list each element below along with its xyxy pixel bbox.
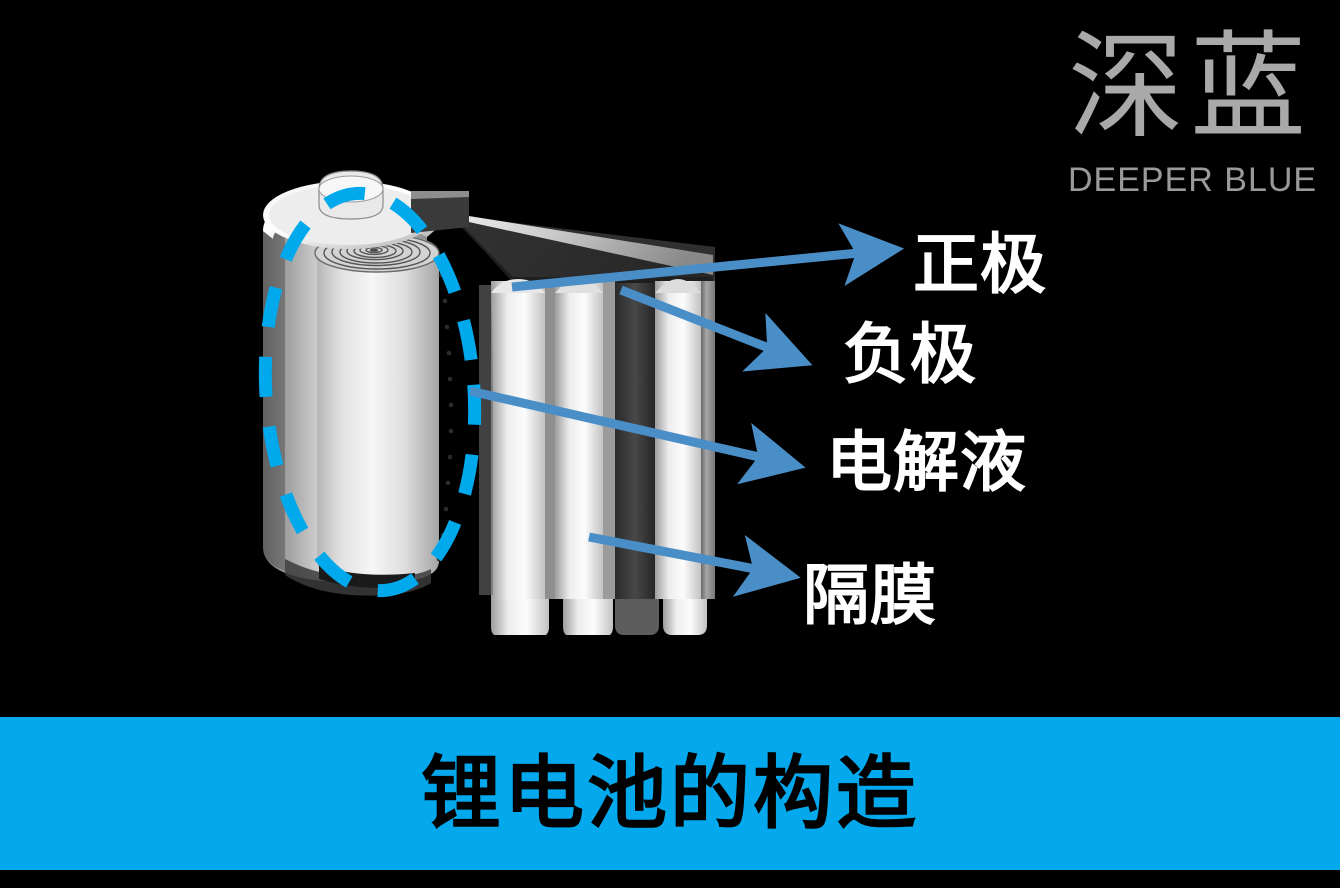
caption-bar: 锂电池的构造 [0,717,1340,875]
logo-cjk-text: 深蓝 [1068,20,1312,155]
label-anode: 负极 [843,316,977,393]
label-separator: 隔膜 [803,557,937,634]
label-electrolyte: 电解液 [826,424,1027,501]
label-cathode: 正极 [913,226,1047,303]
lithium-battery-illustration [245,135,735,635]
logo-latin-text: DEEPER BLUE [1068,161,1318,199]
caption-title: 锂电池的构造 [421,746,919,840]
deeper-blue-logo: 深蓝 DEEPER BLUE [1068,20,1318,199]
battery-cutaway-graphic [263,170,715,635]
